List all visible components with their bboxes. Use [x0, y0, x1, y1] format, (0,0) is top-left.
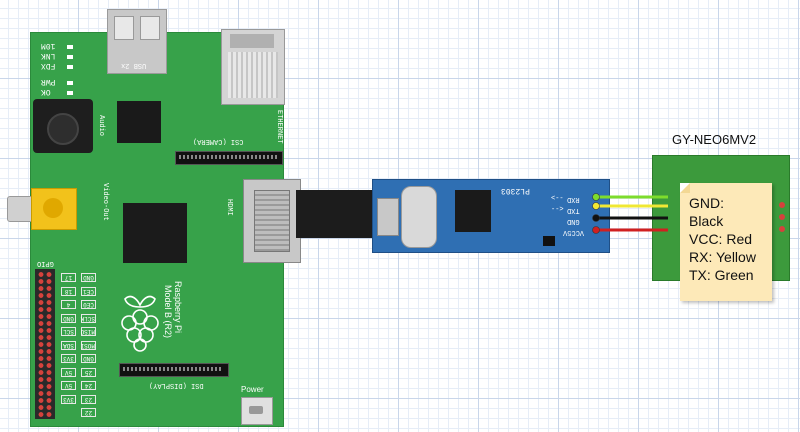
raspberry-pi-board: USB 2x ETHERNET 10M LNK FDX PWR OK Audio…: [7, 9, 301, 427]
hdmi-cable: [296, 190, 378, 238]
note-line: VCC: Red: [689, 231, 753, 247]
video-out-jack: [7, 188, 95, 230]
arrow-rx: <--: [551, 195, 564, 203]
gps-antenna-dot: [779, 214, 785, 220]
usb-port: [107, 9, 167, 74]
wire-endpoint: [592, 193, 600, 201]
led: [67, 81, 73, 85]
led-list: 10M LNK FDX PWR OK: [37, 41, 77, 101]
usb-plug: [377, 198, 399, 236]
power-label: Power: [241, 385, 264, 394]
wire-endpoint: [592, 202, 600, 210]
power-port: [241, 397, 273, 425]
note-fold: [680, 183, 690, 193]
wire-endpoint: [592, 226, 600, 234]
gps-module-title: GY-NEO6MV2: [672, 132, 757, 147]
led: [67, 45, 73, 49]
gps-antenna-dot: [779, 226, 785, 232]
ethernet-port: [221, 29, 285, 105]
adapter-chip: [455, 190, 491, 232]
wire-endpoint: [592, 214, 600, 222]
led: [67, 91, 73, 95]
usb-chip: [117, 101, 161, 143]
wire-color-note: GND: Black VCC: Red RX: Yellow TX: Green: [680, 183, 772, 301]
arrow-tx: -->: [551, 206, 564, 214]
audio-jack: [33, 99, 93, 153]
note-line: TX: Green: [689, 267, 754, 283]
led: [67, 55, 73, 59]
crystal: [401, 186, 437, 248]
raspberry-logo: [121, 295, 159, 352]
note-line: Black: [689, 213, 724, 229]
note-line: RX: Yellow: [689, 249, 756, 265]
note-line: GND:: [689, 195, 724, 211]
usb-serial-adapter: PL2303 <-- --> RXD TXD GND VCC5V: [372, 179, 610, 253]
dsi-connector: [119, 363, 229, 377]
gps-antenna-dot: [779, 202, 785, 208]
led: [67, 65, 73, 69]
gpio-header: [35, 269, 55, 419]
hdmi-port: [243, 179, 301, 263]
soc-chip: [123, 203, 187, 263]
capacitor: [543, 236, 555, 246]
csi-connector: [175, 151, 283, 165]
